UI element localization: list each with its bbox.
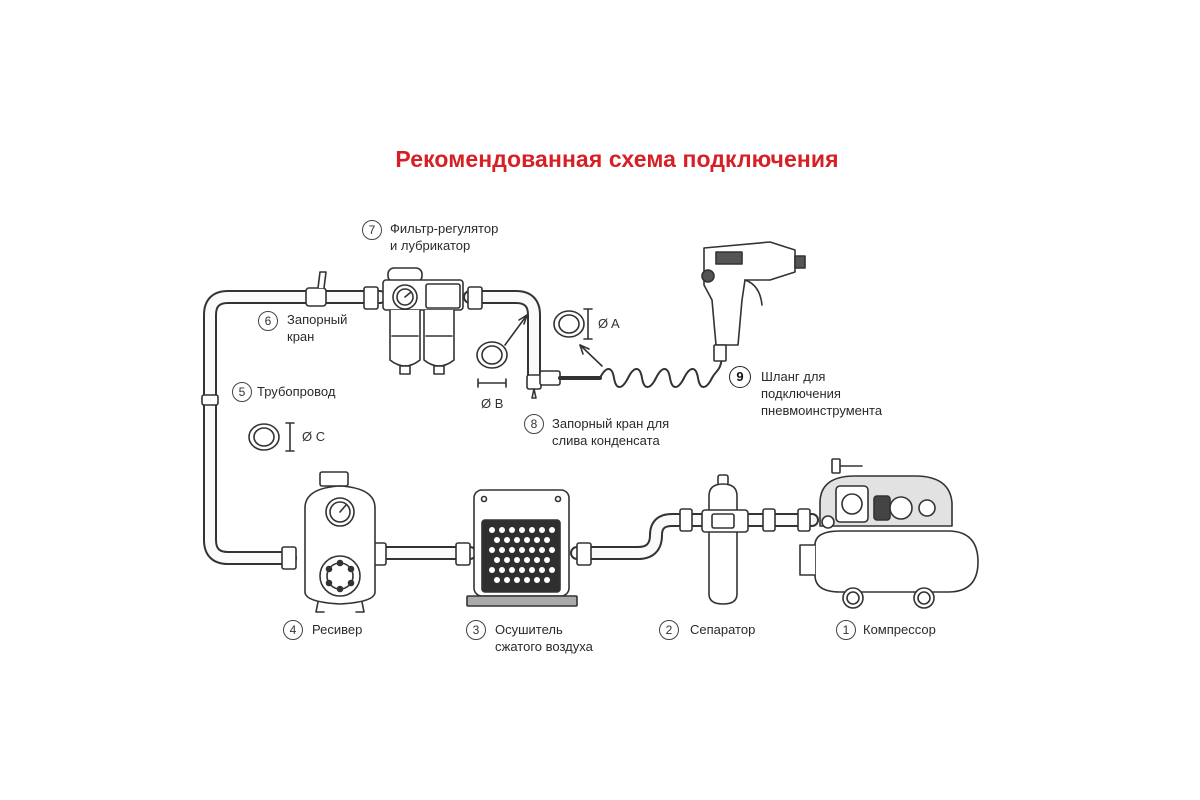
drain-pointer-arrowhead: [518, 314, 528, 325]
label-compressor: Компрессор: [863, 622, 936, 637]
pipe-fittings: [201, 286, 811, 570]
hose-pointer-arrowhead: [579, 344, 590, 355]
coiled-hose-icon: [599, 357, 723, 388]
impact-wrench-icon: [701, 241, 806, 362]
label-filter-regulator: Фильтр-регулятор и лубрикатор: [390, 221, 499, 253]
dimension-c-label: Ø C: [302, 429, 326, 444]
diameter-ring-c-icon: [248, 422, 295, 452]
label-dryer: Осушитель сжатого воздуха: [495, 622, 593, 654]
hose-pointer-arrow: [579, 344, 603, 367]
dimension-a-label: Ø A: [598, 316, 620, 331]
label-separator: Сепаратор: [690, 622, 756, 637]
label-drain-valve: Запорный кран для слива конденсата: [552, 416, 670, 448]
drain-valve-icon: [526, 370, 602, 399]
label-shutoff-valve: Запорный кран: [287, 312, 348, 344]
callout-number-7: 7: [362, 220, 382, 240]
compressor-icon: [799, 458, 979, 609]
callout-number-8: 8: [524, 414, 544, 434]
diameter-ring-a-icon: [553, 308, 593, 340]
pipeline: [203, 290, 819, 565]
callout-number-1: 1: [836, 620, 856, 640]
callout-number-6: 6: [258, 311, 278, 331]
callout-number-3: 3: [466, 620, 486, 640]
dimension-b-label: Ø B: [481, 396, 504, 411]
callout-number-5: 5: [232, 382, 252, 402]
label-pipeline: Трубопровод: [257, 384, 336, 399]
diameter-ring-b-icon: [476, 341, 508, 388]
callout-number-9: 9: [729, 366, 751, 388]
shutoff-valve-icon: [305, 271, 327, 307]
callout-number-2: 2: [659, 620, 679, 640]
filter-regulator-lubricator-icon: [382, 267, 464, 375]
receiver-icon: [304, 471, 376, 613]
label-hose: Шланг для подключения пневмоинструмента: [761, 369, 883, 418]
separator-icon: [701, 474, 749, 605]
drain-pointer-arrow: [504, 314, 528, 346]
label-receiver: Ресивер: [312, 622, 363, 637]
dryer-icon: [466, 489, 578, 607]
callout-number-4: 4: [283, 620, 303, 640]
diagram-title: Рекомендованная схема подключения: [395, 146, 839, 172]
